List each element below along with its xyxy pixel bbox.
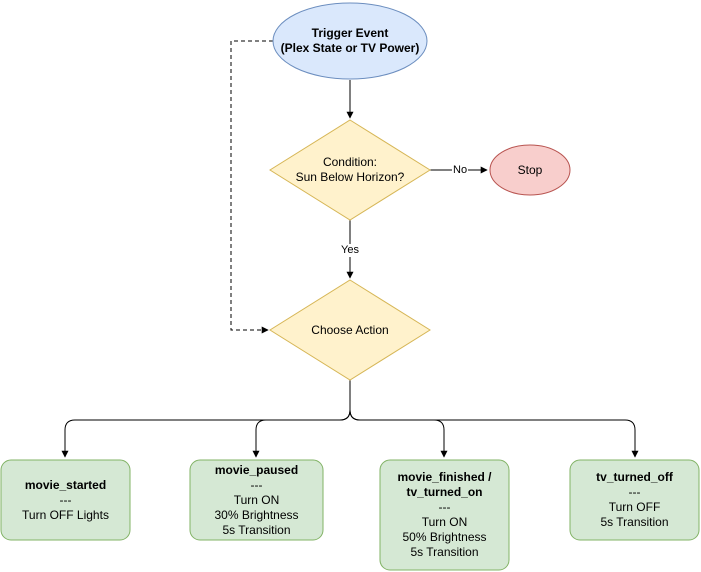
tv-turned-off-title: tv_turned_off [596,470,673,484]
stop-label: Stop [490,160,570,180]
condition-line2: Sun Below Horizon? [295,170,405,184]
movie-paused-sep: --- [250,477,263,492]
edge-choose-to-finished [349,409,448,458]
edges [61,40,639,458]
movie-started-title: movie_started [24,477,107,492]
tv-turned-off-label: tv_turned_off --- Turn OFF 5s Transition [570,460,699,540]
choose-action-label: Choose Action [280,320,420,340]
edge-choose-to-paused [252,409,351,458]
movie-paused-title: movie_paused [214,462,299,477]
movie-finished-sep: --- [438,500,451,514]
movie-paused-line2: 30% Brightness [214,507,299,522]
movie-paused-node [189,459,324,541]
stop-node [489,144,571,196]
tv-turned-off-sep: --- [628,485,641,499]
movie-started-node [0,459,131,541]
edge-choose-trunk [61,380,351,458]
movie-finished-line1: Turn ON [421,515,468,529]
stop-text: Stop [517,162,543,177]
movie-started-line1: Turn OFF Lights [22,507,109,522]
movie-finished-node [379,459,510,571]
choose-action-node [269,279,431,381]
condition-node [269,119,431,221]
movie-paused-line1: Turn ON [233,492,280,507]
movie-finished-title1: movie_finished / [397,470,492,484]
edge-label-yes: Yes [340,244,360,257]
choose-action-text: Choose Action [311,322,389,337]
trigger-label: Trigger Event (Plex State or TV Power) [273,22,427,60]
edge-label-no: No [452,164,469,177]
movie-finished-label: movie_finished / tv_turned_on --- Turn O… [380,460,509,570]
trigger-subtitle: (Plex State or TV Power) [280,41,420,55]
movie-started-sep: --- [59,492,72,507]
tv-turned-off-line2: 5s Transition [600,515,669,529]
trigger-node [272,2,428,80]
movie-finished-line3: 5s Transition [410,545,479,559]
tv-turned-off-node [569,459,700,541]
edge-choose-to-tvoff [349,409,639,458]
movie-started-label: movie_started --- Turn OFF Lights [1,460,130,540]
condition-label: Condition: Sun Below Horizon? [280,154,420,186]
edge-trigger-to-choose-dashed [230,40,273,334]
movie-finished-title2: tv_turned_on [406,485,483,499]
movie-finished-line2: 50% Brightness [402,530,487,544]
tv-turned-off-line1: Turn OFF [608,500,661,514]
movie-paused-label: movie_paused --- Turn ON 30% Brightness … [190,460,323,540]
trigger-title: Trigger Event [311,26,389,40]
condition-line1: Condition: [322,155,378,169]
movie-paused-line3: 5s Transition [222,522,291,537]
